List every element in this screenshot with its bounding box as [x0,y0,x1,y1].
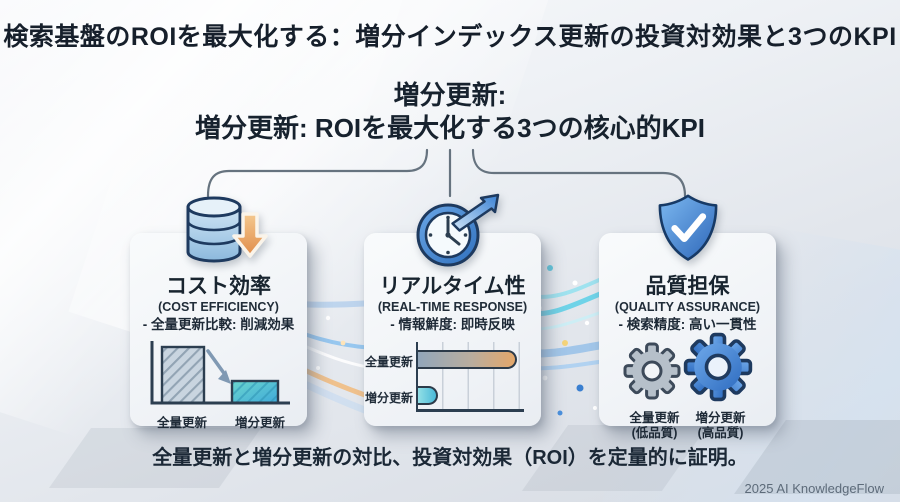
footer-note: 全量更新と増分更新の対比、投資対効果（ROI）を定量的に証明。 [152,447,748,469]
card-title: リアルタイム性 [379,275,526,298]
database-down-arrow-icon [186,196,268,263]
gear-comparison [599,332,776,408]
bar-label-full-update: 全量更新 [365,355,414,369]
card-subtitle: (QUALITY ASSURANCE) [614,300,761,314]
gear-icon [622,341,682,406]
page-title: 検索基盤のROIを最大化する：増分インデックス更新の投資対効果と3つのKPI [3,23,897,51]
card-detail: - 全量更新比較: 削減効果 [142,317,295,332]
card-cost-efficiency: コスト効率 (COST EFFICIENCY) - 全量更新比較: 削減効果 [130,233,307,430]
gear-label-incremental-update: 増分更新 (高品質) [695,411,746,440]
incremental-update-bar [418,386,438,405]
card-title: コスト効率 [166,275,271,298]
card-subtitle: (REAL-TIME RESPONSE) [377,300,528,314]
heading-line-1: 増分更新: [393,80,507,110]
card-detail: - 情報鮮度: 即時反映 [390,317,515,332]
card-detail: - 検索精度: 高い一貫性 [618,317,757,332]
card-subtitle: (COST EFFICIENCY) [158,300,279,314]
cost-bar-chart: 全量更新 増分更新 [140,339,297,431]
bar-label-full-update: 全量更新 [156,416,207,430]
gear-icon [682,331,754,408]
credit-text: 2025 AI KnowledgeFlow [744,481,884,496]
heading-line-2: 増分更新: ROIを最大化する3つの核心的KPI [195,113,705,143]
latency-chart-plot-area [416,342,524,412]
full-update-bar [418,350,517,369]
card-quality-assurance: 品質担保 (QUALITY ASSURANCE) - 検索精度: 高い一貫性 [599,233,776,440]
latency-bar-chart: 全量更新 増分更新 [364,340,541,424]
decline-arrow-icon [206,349,228,378]
bar-label-incremental-update: 増分更新 [234,416,285,430]
shield-check-icon [658,194,718,261]
card-title: 品質担保 [645,275,730,298]
main-heading: 増分更新: 増分更新: ROIを最大化する3つの核心的KPI [0,79,900,145]
branch-connector-lines [206,148,687,198]
bar-label-incremental-update: 増分更新 [365,391,414,405]
cost-bar-chart-plot [150,341,290,405]
clock-trend-up-icon [416,193,500,267]
gear-labels: 全量更新 (低品質) 増分更新 (高品質) [599,411,776,441]
gear-label-full-update: 全量更新 (低品質) [629,411,680,440]
